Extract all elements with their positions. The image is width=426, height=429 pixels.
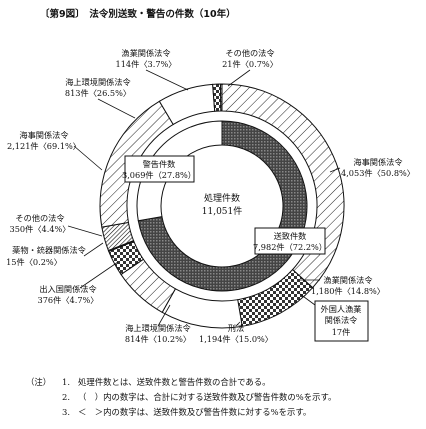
label-kaijokankyo-w-name: 海上環境関係法令 bbox=[65, 77, 131, 87]
label-other-w-name: その他の法令 bbox=[225, 48, 274, 58]
note-label: （注） bbox=[26, 377, 52, 387]
sub-note-value: 17件 bbox=[332, 327, 351, 337]
leader-line-9 bbox=[235, 321, 241, 327]
label-shutsunyukoku-r-name: 出入国関係法令 bbox=[39, 284, 96, 294]
label-kaijokankyo-r-value: 814件〈10.2%〉 bbox=[125, 334, 191, 344]
leader-line-8 bbox=[157, 304, 171, 327]
note-3: 3. ＜ ＞内の数字は、送致件数及び警告件数に対する%を示す。 bbox=[26, 407, 311, 418]
label-kaiji-r-value: 4,053件〈50.8%〉 bbox=[341, 168, 415, 178]
note-1: （注） 1. 処理件数とは、送致件数と警告件数の合計である。 bbox=[26, 377, 271, 388]
label-gyogyo-w-value: 114件〈3.7%〉 bbox=[116, 59, 177, 69]
label-kaijokankyo-w-value: 813件〈26.5%〉 bbox=[65, 88, 131, 98]
leader-line-0 bbox=[145, 69, 189, 91]
chart-title: 〔第9図〕 法令別送致・警告の件数（10年） bbox=[40, 8, 236, 20]
label-yakubutsu-r-name: 薬物・銃器関係法令 bbox=[12, 245, 86, 255]
label-shutsunyukoku-r-value: 376件〈4.7%〉 bbox=[38, 295, 99, 305]
center-label: 処理件数 bbox=[204, 192, 240, 204]
sub-note-label1: 外国人漁業 bbox=[321, 304, 362, 314]
leader-line-5 bbox=[67, 225, 103, 237]
sub-note-box bbox=[314, 300, 369, 342]
label-other-w-value: 21件〈0.7%〉 bbox=[222, 59, 278, 69]
label-kaiji-w-name: 海事関係法令 bbox=[19, 130, 68, 140]
leader-line-3 bbox=[73, 145, 103, 171]
label-other-r-value: 350件〈4.4%〉 bbox=[10, 224, 71, 234]
note-num-3: 3. bbox=[62, 407, 70, 417]
note-2: 2. （ ）内の数字は、合計に対する送致件数及び警告件数の%を示す。 bbox=[26, 392, 336, 403]
label-keiho-r-name: 刑法 bbox=[228, 323, 244, 333]
inner-label-warning-name: 警告件数 bbox=[143, 159, 176, 169]
label-gyogyo-r-value: 1,180件〈14.8%〉 bbox=[311, 286, 385, 296]
note-text-2: （ ）内の数字は、合計に対する送致件数及び警告件数の%を示す。 bbox=[78, 392, 337, 402]
leader-line-11 bbox=[299, 293, 316, 306]
inner-label-referral-value: 7,982件（72.2%） bbox=[253, 242, 327, 252]
inner-ring bbox=[136, 120, 308, 292]
label-keiho-r-value: 1,194件〈15.0%〉 bbox=[199, 334, 273, 344]
leader-line-6 bbox=[83, 242, 104, 257]
note-text-3: ＜ ＞内の数字は、送致件数及び警告件数に対する%を示す。 bbox=[78, 407, 312, 417]
inner-label-warning-value: 3,069件（27.8%） bbox=[122, 170, 196, 180]
sub-note-label2: 関係法令 bbox=[325, 315, 358, 325]
referral-box bbox=[254, 227, 326, 255]
inner-label-referral-name: 送致件数 bbox=[274, 231, 307, 241]
leader-lines bbox=[67, 69, 341, 327]
label-kaiji-w-value: 2,121件〈69.1%〉 bbox=[7, 141, 81, 151]
note-num-1: 1. bbox=[62, 377, 70, 387]
inner-slice-0 bbox=[137, 120, 308, 292]
leader-line-7 bbox=[79, 261, 119, 289]
note-text-1: 処理件数とは、送致件数と警告件数の合計である。 bbox=[78, 377, 271, 387]
label-kaijokankyo-r-name: 海上環境関係法令 bbox=[125, 323, 191, 333]
outer-slice-10 bbox=[220, 83, 223, 112]
label-gyogyo-r-name: 漁業関係法令 bbox=[323, 275, 372, 285]
leader-line-4 bbox=[329, 167, 341, 173]
label-yakubutsu-r-value: 15件〈0.2%〉 bbox=[6, 257, 62, 267]
center-value: 11,051件 bbox=[202, 205, 243, 217]
warning-box bbox=[124, 155, 195, 183]
leader-line-1 bbox=[227, 69, 251, 87]
label-other-r-name: その他の法令 bbox=[15, 213, 64, 223]
leader-line-2 bbox=[97, 98, 136, 119]
note-num-2: 2. bbox=[62, 392, 70, 402]
label-gyogyo-w-name: 漁業関係法令 bbox=[121, 48, 170, 58]
label-kaiji-r-name: 海事関係法令 bbox=[353, 157, 402, 167]
